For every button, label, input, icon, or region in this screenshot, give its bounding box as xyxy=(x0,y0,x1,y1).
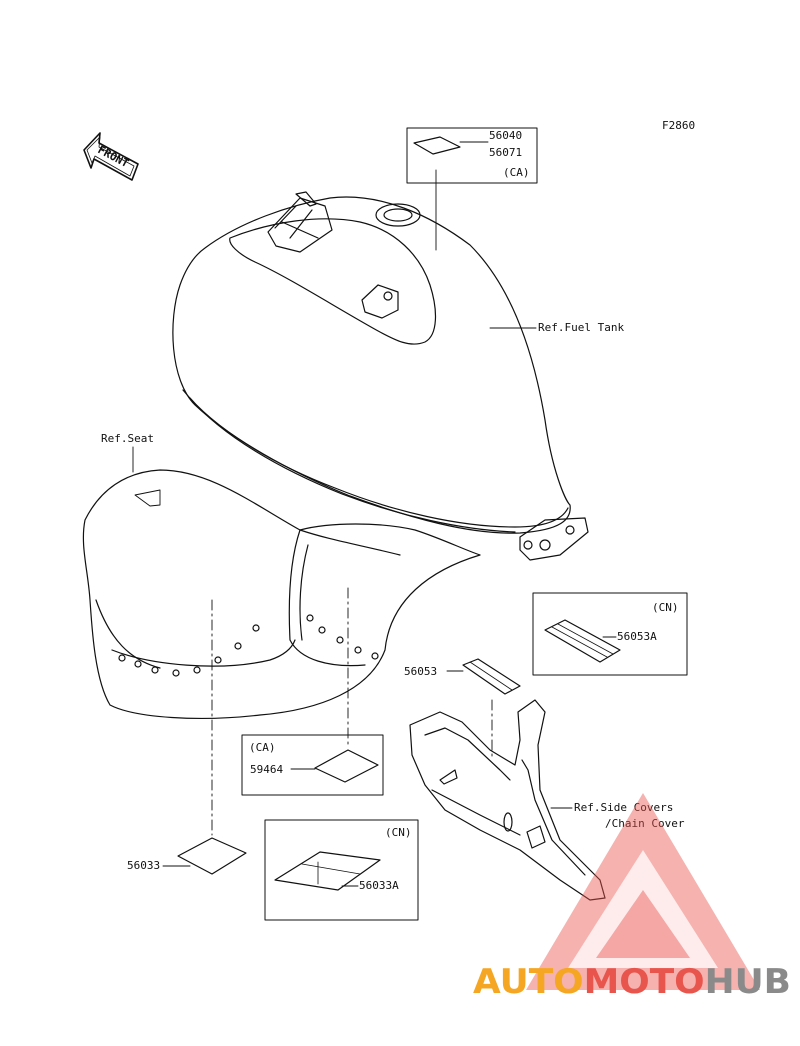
ref-fuel-tank-label: Ref.Fuel Tank xyxy=(538,321,624,334)
part-label-56033a: 56033A xyxy=(359,879,399,892)
label-cn-bottom: (CN) xyxy=(385,826,412,839)
label-cn-right: (CN) xyxy=(652,601,679,614)
label-ca-top: (CA) xyxy=(503,166,530,179)
side-cover xyxy=(409,699,606,901)
part-label-56033: 56033 xyxy=(127,859,160,872)
decal-56040 xyxy=(413,136,461,155)
decal-56053a xyxy=(544,619,621,663)
watermark-hub: HUB xyxy=(705,962,791,1002)
ref-seat-label: Ref.Seat xyxy=(101,432,154,445)
part-label-56053a: 56053A xyxy=(617,630,657,643)
label-box-cn-bottom xyxy=(264,819,419,921)
decal-56053 xyxy=(462,658,521,695)
seat-studs xyxy=(118,614,379,677)
label-box-cn-right xyxy=(532,592,688,676)
decal-56033 xyxy=(177,837,247,875)
front-arrow-icon: FRONT xyxy=(83,132,139,181)
watermark-moto: MOTO xyxy=(584,962,705,1002)
label-ca-mid: (CA) xyxy=(249,741,276,754)
watermark-auto: AUTO xyxy=(473,962,584,1002)
chain-cover-label: /Chain Cover xyxy=(605,817,685,830)
decal-59464 xyxy=(314,749,379,783)
part-label-56040: 56040 xyxy=(489,129,522,142)
decal-56033a xyxy=(274,851,381,891)
part-label-56053: 56053 xyxy=(404,665,437,678)
diagram-code: F2860 xyxy=(662,119,695,132)
fuel-tank xyxy=(172,191,589,561)
part-label-56071: 56071 xyxy=(489,146,522,159)
ref-side-covers-label: Ref.Side Covers xyxy=(574,801,673,814)
part-label-59464: 59464 xyxy=(250,763,283,776)
seat xyxy=(82,469,481,719)
label-box-ca-mid xyxy=(241,734,384,796)
label-box-ca-top xyxy=(406,127,538,184)
